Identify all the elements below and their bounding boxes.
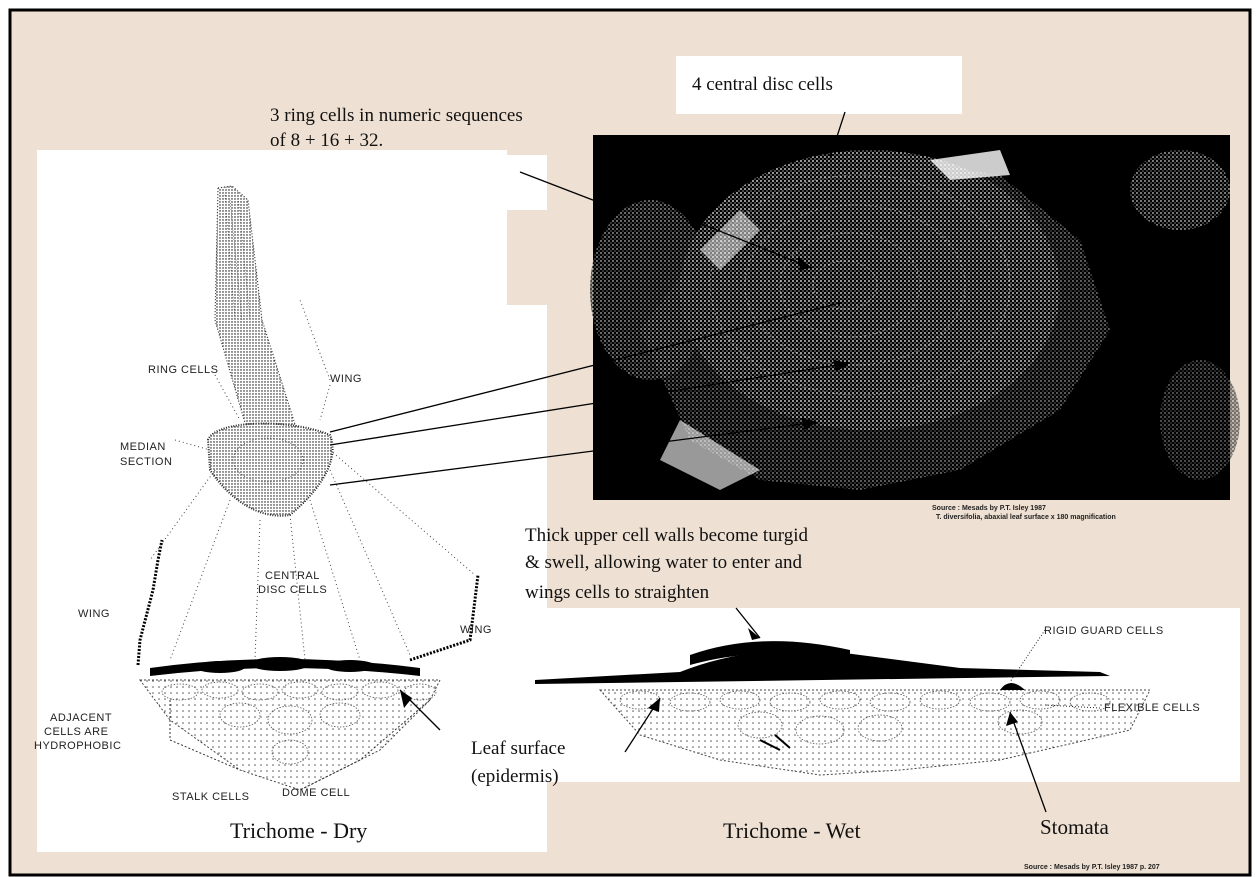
turgid-label-line2: & swell, allowing water to enter and <box>525 550 802 575</box>
ring-label-panel-mask <box>37 150 507 210</box>
caption-wet: Trichome - Wet <box>723 818 861 844</box>
rigid-guard-cells-label: RIGID GUARD CELLS <box>1044 625 1164 638</box>
central-disc-cells-label-line2: DISC CELLS <box>258 584 327 597</box>
bottom-source: Source : Mesads by P.T. Isley 1987 p. 20… <box>1024 864 1160 872</box>
photo-source-line2: T. diversifolia, abaxial leaf surface x … <box>936 514 1116 522</box>
ring-cells-label-line1: 3 ring cells in numeric sequences <box>270 103 523 128</box>
flexible-cells-label: FLEXIBLE CELLS <box>1104 702 1200 715</box>
median-label-line1: MEDIAN <box>120 441 166 454</box>
adjacent-label-line2: CELLS ARE <box>44 726 108 739</box>
adjacent-label-line3: HYDROPHOBIC <box>34 740 121 753</box>
photo-source-line1: Source : Mesads by P.T. Isley 1987 <box>932 505 1046 513</box>
caption-dry: Trichome - Dry <box>230 818 367 844</box>
central-disc-cells-label-line1: CENTRAL <box>265 570 320 583</box>
median-label-line2: SECTION <box>120 456 172 469</box>
turgid-label-line3: wings cells to straighten <box>525 580 709 605</box>
ring-cells-label: RING CELLS <box>148 364 218 377</box>
turgid-label-line1: Thick upper cell walls become turgid <box>525 523 808 548</box>
dome-cell-label: DOME CELL <box>282 787 350 800</box>
central-disc-label: 4 central disc cells <box>692 72 833 97</box>
adjacent-label-line1: ADJACENT <box>50 712 112 725</box>
stalk-cells-label: STALK CELLS <box>172 791 249 804</box>
ring-label-bg <box>507 210 547 305</box>
wing-top-label: WING <box>330 373 362 386</box>
wing-left-label: WING <box>78 608 110 621</box>
stomata-label: Stomata <box>1040 815 1109 840</box>
wing-right-label: WING <box>460 624 492 637</box>
leaf-surface-label-line2: (epidermis) <box>471 764 559 789</box>
leaf-surface-label-line1: Leaf surface <box>471 736 565 761</box>
ring-cells-label-line2: of 8 + 16 + 32. <box>270 128 383 153</box>
sem-photo <box>590 135 1240 500</box>
